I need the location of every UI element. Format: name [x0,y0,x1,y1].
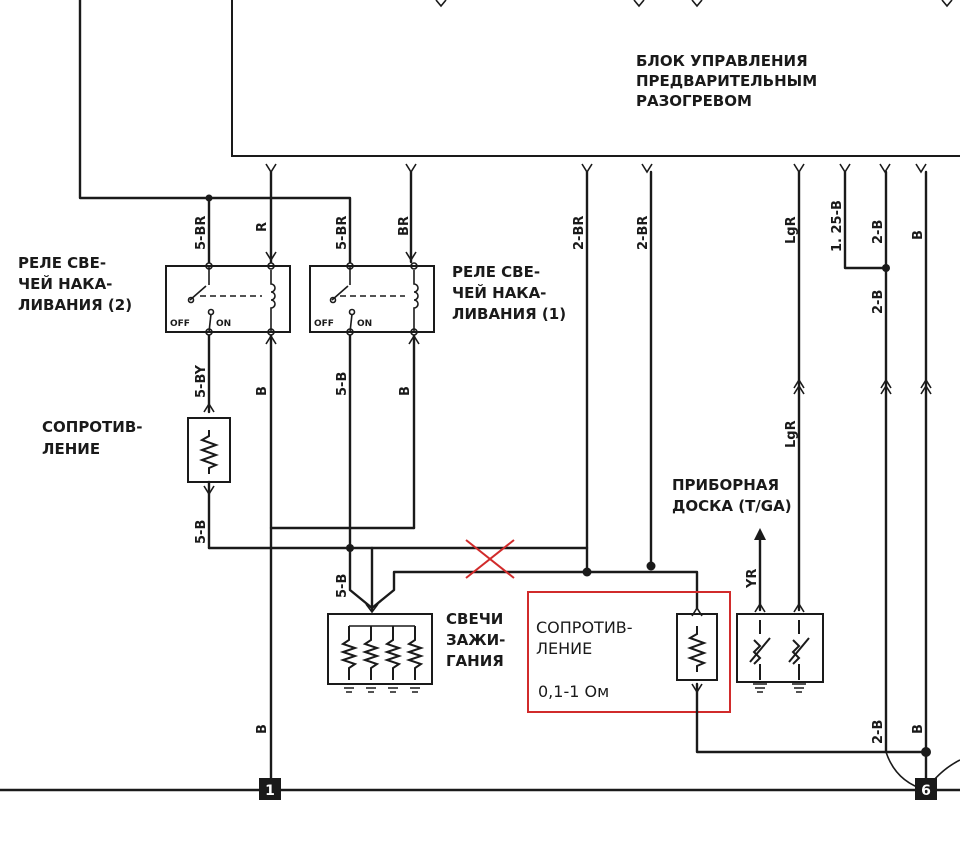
added-resistor-label-2: ЛЕНИЕ [536,639,592,658]
wire-label: R [255,222,270,232]
relay2-label-1: РЕЛЕ СВЕ- [18,254,106,272]
glow-relay-1: OFF ON РЕЛЕ СВЕ- ЧЕЙ НАКА- ЛИВАНИЯ (1) [309,262,566,336]
wire-label: 1. 25-B [830,200,845,252]
wire-label: 5-B [335,574,350,598]
wire-label: 5-B [194,520,209,544]
relay-wires [203,170,420,792]
removed-wire-mark [465,539,515,579]
relay1-label-3: ЛИВАНИЯ (1) [452,305,566,323]
wire-label: YR [745,569,760,589]
relay2-label-2: ЧЕЙ НАКА- [18,274,112,293]
wire-label: 2-B [871,720,886,744]
control-unit-box: БЛОК УПРАВЛЕНИЯ ПРЕДВАРИТЕЛЬНЫМ РАЗОГРЕВ… [231,0,960,157]
wire-label: 2-BR [572,216,587,250]
right-wires [843,170,960,792]
resistor-left-label-1: СОПРОТИВ- [42,418,143,436]
relay1-on: ON [357,319,372,329]
wire-label: B [911,230,926,240]
wire-label: 5-BY [194,364,209,398]
wire-label: LgR [784,216,799,244]
glow-plugs: СВЕЧИ ЗАЖИ- ГАНИЯ [327,610,505,693]
wire-label: 5-BR [335,216,350,250]
relay2-off: OFF [170,319,190,329]
wire-label: BR [397,216,412,236]
wire-label: 5-B [335,372,350,396]
added-resistor-label-1: СОПРОТИВ- [536,618,633,637]
wire-label: B [398,386,413,396]
glow-plugs-label-3: ГАНИЯ [446,652,504,670]
connector-2 [915,778,937,800]
glow-relay-2: OFF ON РЕЛЕ СВЕ- ЧЕЙ НАКА- ЛИВАНИЯ (2) [18,254,291,336]
resistor-highlight-frame [527,591,731,713]
added-resistor: СОПРОТИВ- ЛЕНИЕ 0,1-1 Ом [527,591,928,754]
wire-label: 5-BR [194,216,209,250]
relay2-label-3: ЛИВАНИЯ (2) [18,296,132,314]
wire-labels: 5-BR R 5-BR BR 2-BR 2-BR LgR 1. 25-B 2-B… [194,200,926,744]
ground-bus: 1 6 [0,778,960,800]
relay1-label-2: ЧЕЙ НАКА- [452,283,546,302]
wire-label: B [255,724,270,734]
resistor-left: СОПРОТИВ- ЛЕНИЕ [42,417,231,550]
feed-wire-left [78,0,352,264]
control-unit-pins [265,163,927,174]
relay1-off: OFF [314,319,334,329]
wire-label: 2-BR [636,216,651,250]
instrument-panel: ПРИБОРНАЯ ДОСКА (T/GA) [672,170,824,693]
relay1-label-1: РЕЛЕ СВЕ- [452,263,540,281]
wire-label: B [911,724,926,734]
glow-plugs-label-1: СВЕЧИ [446,610,503,628]
wire-label: 2-B [871,220,886,244]
connector-1-number: 1 [265,783,275,799]
control-unit-title-2: ПРЕДВАРИТЕЛЬНЫМ [636,72,817,90]
resistor-left-label-2: ЛЕНИЕ [42,440,100,458]
added-resistor-value: 0,1-1 Ом [538,682,609,701]
control-unit-title-3: РАЗОГРЕВОМ [636,92,752,110]
wire-label: 2-B [871,290,886,314]
glow-plugs-label-2: ЗАЖИ- [446,631,505,649]
wire-label: LgR [784,420,799,448]
relay2-on: ON [216,319,231,329]
wire-label: B [255,386,270,396]
connector-1 [259,778,281,800]
control-unit-title-1: БЛОК УПРАВЛЕНИЯ [636,52,808,70]
instrument-panel-label-2: ДОСКА (T/GA) [672,497,792,515]
connector-2-number: 6 [921,783,931,799]
plug-feed-wires [207,170,699,614]
instrument-panel-label-1: ПРИБОРНАЯ [672,476,779,494]
